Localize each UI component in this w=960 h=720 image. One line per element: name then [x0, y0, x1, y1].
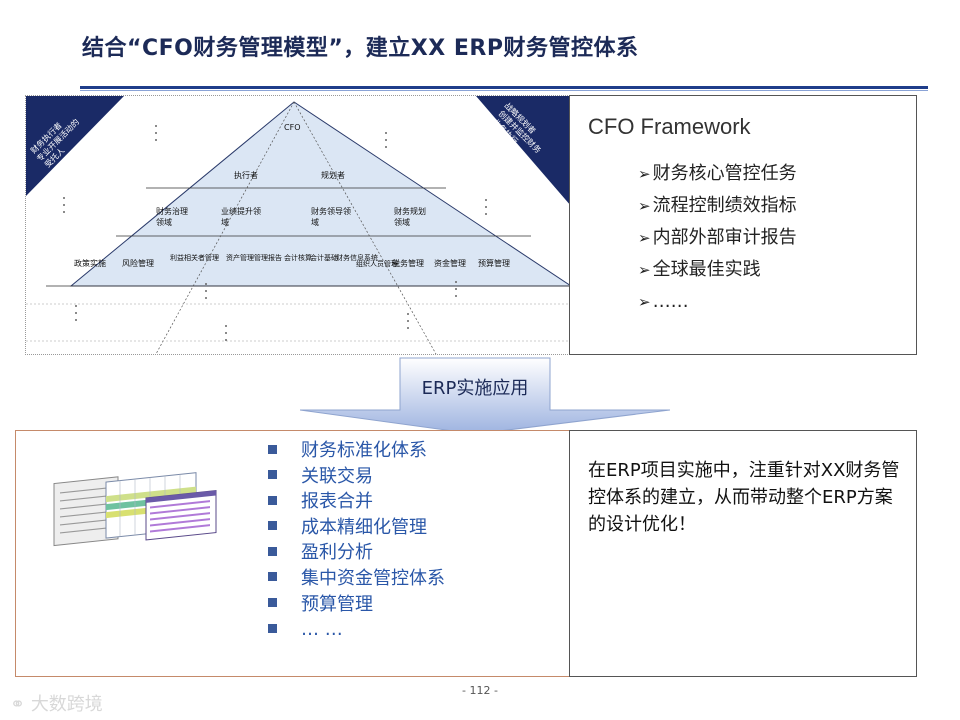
erp-item: 成本精细化管理: [268, 515, 445, 541]
tier2-leadership-l1: 财务领导领: [311, 206, 351, 216]
arrow-bullet-icon: ➢: [638, 165, 651, 183]
tier3-item: 利益相关者管理: [170, 253, 219, 262]
left-corner-band: [26, 96, 124, 196]
square-bullet-icon: [268, 470, 277, 480]
erp-item: 盈利分析: [268, 540, 445, 566]
tier3-item: 会计基础: [310, 253, 338, 262]
square-bullet-icon: [268, 598, 277, 608]
description-panel: 在ERP项目实施中，注重针对XX财务管控体系的建立，从而带动整个ERP方案的设计…: [569, 430, 917, 677]
tier3-item: 税务管理: [392, 258, 424, 268]
erp-item: 预算管理: [268, 592, 445, 618]
framework-item: ➢全球最佳实践: [638, 259, 761, 280]
erp-label: ERP实施应用: [421, 378, 529, 399]
spreadsheet-documents-icon: [53, 472, 217, 547]
framework-item: ➢内部外部审计报告: [638, 227, 797, 248]
framework-title: CFO Framework: [588, 114, 751, 139]
tier3-item: 资金管理: [434, 258, 466, 268]
tier2-planning-l1: 财务规划: [394, 206, 426, 216]
tier2-performance-l1: 业绩提升领: [221, 206, 261, 216]
arrow-bullet-icon: ➢: [638, 293, 651, 311]
cfo-framework-panel: CFO Framework ➢财务核心管控任务 ➢流程控制绩效指标 ➢内部外部审…: [569, 95, 917, 355]
tier3-item: 政策实施: [74, 258, 106, 268]
right-corner-band: [476, 96, 571, 206]
arrow-bullet-icon: ➢: [638, 261, 651, 279]
erp-items-list: 财务标准化体系 关联交易 报表合并 成本精细化管理 盈利分析 集中资金管控体系 …: [268, 438, 445, 643]
tier3-item: 组织人员管理: [356, 259, 398, 268]
framework-list: ➢财务核心管控任务 ➢流程控制绩效指标 ➢内部外部审计报告 ➢全球最佳实践 ➢……: [638, 158, 797, 318]
description-text: 在ERP项目实施中，注重针对XX财务管控体系的建立，从而带动整个ERP方案的设计…: [588, 460, 900, 535]
square-bullet-icon: [268, 623, 277, 633]
square-bullet-icon: [268, 444, 277, 454]
title-divider: [80, 86, 928, 89]
tier2-leadership-l2: 域: [311, 217, 319, 227]
erp-item: 关联交易: [268, 464, 445, 490]
arrow-bullet-icon: ➢: [638, 229, 651, 247]
title-divider-thin: [80, 90, 928, 91]
annotation-markers: [63, 125, 487, 341]
tier2-governance-l2: 领域: [156, 217, 172, 227]
square-bullet-icon: [268, 572, 277, 582]
tier2-governance-l1: 财务治理: [156, 206, 188, 216]
page-title: 结合“CFO财务管理模型”，建立XX ERP财务管控体系: [82, 36, 639, 61]
square-bullet-icon: [268, 495, 277, 505]
erp-item: … …: [268, 617, 445, 643]
erp-items-panel: [15, 430, 572, 677]
framework-item: ➢财务核心管控任务: [638, 163, 797, 184]
tier3-item: 会计核算: [284, 253, 312, 262]
cfo-pyramid-diagram: 财务执行者 专业开展活动的 受托人 战略规划者 创建并监控财务 业务执行 CFO…: [25, 95, 573, 355]
tier1-planner: 规划者: [321, 170, 345, 180]
square-bullet-icon: [268, 521, 277, 531]
framework-item: ➢……: [638, 291, 689, 312]
apex-label: CFO: [284, 123, 300, 132]
tier3-item: 资产管理: [226, 253, 254, 262]
tier3-item: 管理报告: [254, 253, 282, 262]
tier3-item: 风险管理: [122, 258, 154, 268]
watermark: ⚭ 大数跨境: [10, 694, 103, 715]
tier2-planning-l2: 领域: [394, 217, 410, 227]
arrow-bullet-icon: ➢: [638, 197, 651, 215]
framework-item: ➢流程控制绩效指标: [638, 195, 797, 216]
page-number: - 112 -: [462, 684, 498, 697]
tier3-item: 预算管理: [478, 258, 510, 268]
erp-item: 集中资金管控体系: [268, 566, 445, 592]
tier3-item: 财务信息系统: [336, 253, 378, 262]
erp-item: 报表合并: [268, 489, 445, 515]
tier1-executor: 执行者: [234, 170, 258, 180]
tier2-performance-l2: 域: [221, 217, 229, 227]
square-bullet-icon: [268, 546, 277, 556]
pyramid-svg: 财务执行者 专业开展活动的 受托人 战略规划者 创建并监控财务 业务执行 CFO…: [26, 96, 573, 355]
erp-down-arrow: [300, 357, 670, 435]
erp-item: 财务标准化体系: [268, 438, 445, 464]
